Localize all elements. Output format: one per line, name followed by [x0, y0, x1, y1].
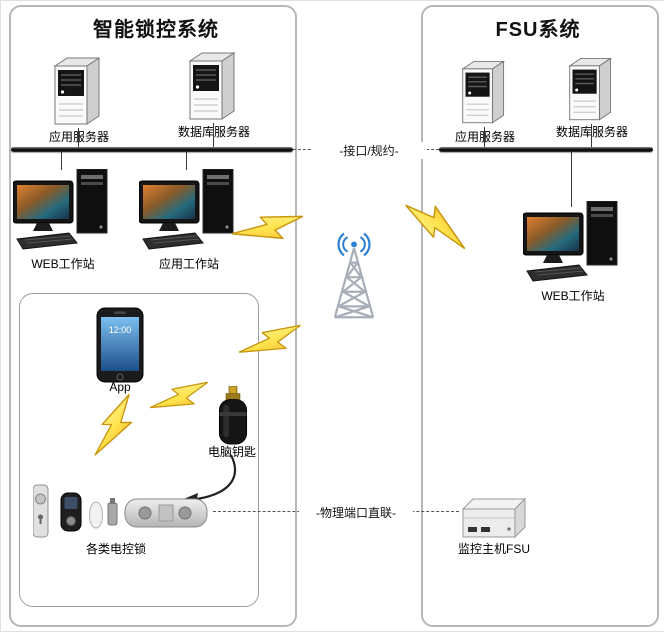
line-right-server1-bus [484, 127, 485, 147]
right-web-workstation-label: WEB工作站 [541, 289, 605, 303]
computer-key-icon [213, 386, 253, 446]
line-bus-left-ws2 [186, 152, 187, 170]
app-workstation-label: 应用工作站 [158, 257, 219, 271]
left-app-server-icon [51, 56, 107, 128]
computer-key-label: 电脑钥匙 [207, 445, 256, 459]
right-web-workstation-icon [523, 201, 623, 289]
web-workstation-icon [13, 169, 113, 257]
right-bus-bar [439, 147, 653, 152]
left-system-panel [9, 5, 297, 627]
interface-connector-label: -接口/规约- [311, 142, 427, 159]
app-workstation-icon [139, 169, 239, 257]
line-bus-left-ws1 [61, 152, 62, 170]
mobile-app-label: App [109, 380, 131, 394]
right-db-server-icon [566, 56, 618, 124]
left-db-server-label: 数据库服务器 [177, 125, 250, 139]
left-app-server-label: 应用服务器 [48, 130, 109, 144]
right-panel-title: FSU系统 [495, 19, 581, 41]
electric-locks-icon [33, 483, 213, 543]
line-right-server2-bus [591, 124, 592, 147]
right-system-panel [421, 5, 659, 627]
line-left-server2-bus [213, 123, 214, 147]
line-bus-right-ws [571, 152, 572, 207]
left-db-server-icon [186, 51, 242, 123]
fsu-host-icon [459, 497, 529, 539]
web-workstation-label: WEB工作站 [31, 257, 95, 271]
right-db-server-label: 数据库服务器 [555, 125, 628, 139]
left-panel-title: 智能锁控系统 [93, 19, 219, 41]
left-bus-bar [11, 147, 293, 152]
mobile-app-icon: 12:00 [95, 307, 145, 383]
phone-clock-text: 12:00 [109, 325, 132, 335]
right-app-server-label: 应用服务器 [454, 130, 515, 144]
physical-connector-label: -物理端口直联- [299, 504, 413, 521]
right-app-server-icon [459, 59, 511, 127]
lock-group-box [19, 293, 259, 607]
fsu-host-label: 监控主机FSU [457, 542, 530, 556]
line-left-server1-bus [78, 128, 79, 147]
electric-locks-label: 各类电控锁 [85, 542, 146, 556]
radio-tower-icon [313, 226, 395, 322]
